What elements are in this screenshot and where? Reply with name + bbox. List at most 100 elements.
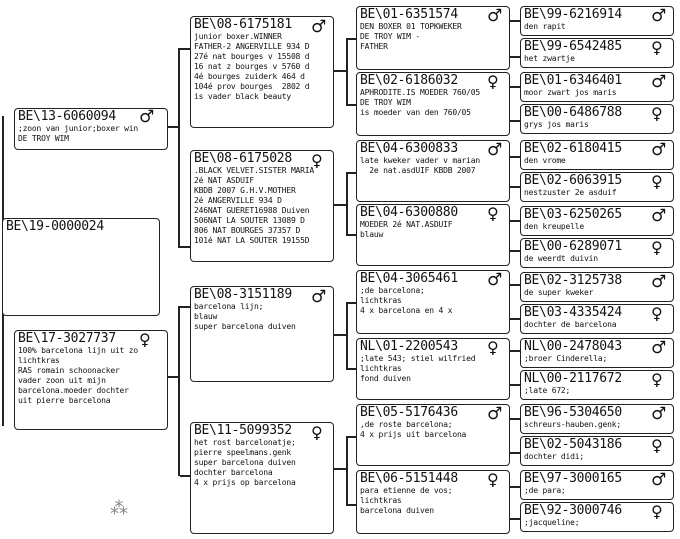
- info-line: MOEDER 2é NAT.ASDUIF: [360, 220, 453, 229]
- connector: [346, 436, 358, 438]
- connector: [510, 220, 522, 222]
- female-icon: ♀: [311, 151, 323, 170]
- connector: [510, 452, 522, 454]
- female-icon: ♀: [487, 338, 499, 357]
- ggp-card-dds[interactable]: BE\05-5176436 ♂ ,de roste barcelona; 4 x…: [356, 404, 510, 466]
- info-line: is moeder van den 760/05: [360, 108, 471, 117]
- ring-number: BE\13-6060094: [18, 109, 116, 124]
- info-line: 2e nat.asdUIF KBDB 2007: [360, 166, 476, 175]
- g4-card[interactable]: BE\96-5304650 ♂ schreurs-hauben.genk;: [520, 404, 674, 434]
- connector: [510, 418, 522, 420]
- info-line: 27é nat bourges v 15508 d: [194, 52, 310, 61]
- info-line: het rost barcelonatje;: [194, 438, 296, 447]
- info-line: KBDB 2007 G.H.V.MOTHER: [194, 186, 296, 195]
- ring-number: BE\17-3027737: [18, 331, 116, 346]
- dam-card[interactable]: BE\17-3027737 ♀ 100% barcelona lijn uit …: [14, 330, 168, 430]
- pigeon-name: het zwartje: [524, 54, 575, 63]
- g4-card[interactable]: BE\02-3125738 ♂ de super kweker: [520, 272, 674, 302]
- sire-card[interactable]: BE\13-6060094 ♂ ;zoon van junior;boxer w…: [14, 108, 168, 150]
- pigeon-name: den kreupelle: [524, 222, 585, 231]
- info-line: super barcelona duiven: [194, 458, 296, 467]
- female-icon: ♀: [651, 38, 663, 57]
- ring-number: BE\00-6289071: [524, 239, 622, 254]
- ggp-card-dss[interactable]: BE\04-3065461 ♂ ;de barcelona; lichtkras…: [356, 270, 510, 334]
- ring-number: BE\02-3125738: [524, 273, 622, 288]
- g4-card[interactable]: NL\00-2117672 ♀ ;late 672;: [520, 370, 674, 400]
- g4-card[interactable]: BE\01-6346401 ♂ moor zwart jos maris: [520, 72, 674, 102]
- connector: [346, 38, 358, 40]
- connector: [510, 350, 522, 352]
- g4-card[interactable]: BE\97-3000165 ♂ ;de para;: [520, 470, 674, 500]
- info-line: lichtkras: [360, 364, 402, 373]
- info-line: fond duiven: [360, 374, 411, 383]
- ring-number: BE\96-5304650: [524, 405, 622, 420]
- male-icon: ♂: [651, 272, 667, 292]
- connector: [346, 172, 358, 174]
- info-line: barcelona.moeder dochter: [18, 386, 129, 395]
- dam-dam-card[interactable]: BE\11-5099352 ♀ het rost barcelonatje; p…: [190, 422, 334, 534]
- g4-card[interactable]: BE\02-5043186 ♀ dochter didi;: [520, 436, 674, 466]
- sire-sire-card[interactable]: BE\08-6175181 ♂ junior boxer.WINNER FATH…: [190, 16, 334, 128]
- sire-dam-card[interactable]: BE\08-6175028 ♀ .BLACK VELVET.SISTER MAR…: [190, 150, 334, 262]
- connector: [510, 156, 522, 158]
- ggp-card-sss[interactable]: BE\01-6351574 ♂ DEN BOXER 01 TOPKWEKER D…: [356, 6, 510, 70]
- connector: [510, 186, 522, 188]
- g4-card[interactable]: BE\00-6289071 ♀ de weerdt duivin: [520, 238, 674, 268]
- pigeon-name: grys jos maris: [524, 120, 589, 129]
- ggp-card-ssd[interactable]: BE\02-6186032 ♀ APHRODITE.IS MOEDER 760/…: [356, 72, 510, 136]
- info-line: 4 x barcelona en 4 x: [360, 306, 453, 315]
- g4-card[interactable]: BE\92-3000746 ♀ ;jacqueline;: [520, 502, 674, 532]
- connector: [346, 302, 348, 368]
- pigeon-name: ;late 672;: [524, 386, 571, 395]
- subject-pigeon-card[interactable]: BE\19-0000024: [2, 218, 160, 316]
- info-line: ;late 543; stiel wilfried: [360, 354, 476, 363]
- info-line: 104é prov bourges 2802 d: [194, 82, 310, 91]
- connector: [178, 306, 180, 476]
- connector: [334, 468, 346, 470]
- info-line: barcelona duiven: [360, 506, 434, 515]
- ring-number: BE\04-6300833: [360, 141, 458, 156]
- male-icon: ♂: [651, 404, 667, 424]
- male-icon: ♂: [651, 338, 667, 358]
- connector: [510, 120, 522, 122]
- info-line: ;de barcelona;: [360, 286, 425, 295]
- g4-card[interactable]: BE\00-6486788 ♀ grys jos maris: [520, 104, 674, 134]
- ggp-card-sdd[interactable]: BE\04-6300880 ♀ MOEDER 2é NAT.ASDUIF bla…: [356, 204, 510, 266]
- male-icon: ♂: [487, 270, 503, 290]
- ggp-card-dsd[interactable]: NL\01-2200543 ♀ ;late 543; stiel wilfrie…: [356, 338, 510, 400]
- male-icon: ♂: [651, 140, 667, 160]
- g4-card[interactable]: BE\99-6216914 ♂ den rapit: [520, 6, 674, 36]
- connector: [168, 126, 180, 128]
- g4-card[interactable]: NL\00-2478043 ♂ ;broer Cinderella;: [520, 338, 674, 368]
- g4-card[interactable]: BE\02-6180415 ♂ den vrome: [520, 140, 674, 170]
- ggp-card-ddd[interactable]: BE\06-5151448 ♀ para etienne de vos; lic…: [356, 470, 510, 534]
- female-icon: ♀: [651, 104, 663, 123]
- ring-number: BE\03-6250265: [524, 207, 622, 222]
- connector: [334, 70, 346, 72]
- ring-number: BE\04-3065461: [360, 271, 458, 286]
- g4-card[interactable]: BE\03-6250265 ♂ den kreupelle: [520, 206, 674, 236]
- connector: [510, 20, 522, 22]
- g4-card[interactable]: BE\99-6542485 ♀ het zwartje: [520, 38, 674, 68]
- connector: [346, 436, 348, 504]
- g4-card[interactable]: BE\03-4335424 ♀ dochter de barcelona: [520, 304, 674, 334]
- female-icon: ♀: [487, 72, 499, 91]
- ring-number: BE\01-6351574: [360, 7, 458, 22]
- pigeon-name: schreurs-hauben.genk;: [524, 420, 621, 429]
- ring-number: BE\03-4335424: [524, 305, 622, 320]
- info-line: 4 x prijs uit barcelona: [360, 430, 467, 439]
- connector: [510, 518, 522, 520]
- info-line: 2é ANGERVILLE 934 D: [194, 196, 282, 205]
- connector: [346, 234, 358, 236]
- g4-card[interactable]: BE\02-6063915 ♀ nestzuster 2e asduif: [520, 172, 674, 202]
- dam-sire-card[interactable]: BE\08-3151189 ♂ barcelona lijn; blauw su…: [190, 286, 334, 382]
- ggp-card-sds[interactable]: BE\04-6300833 ♂ late kweker vader v mari…: [356, 140, 510, 202]
- info-line: 16 nat z bourges v 5760 d: [194, 62, 310, 71]
- ring-number: NL\01-2200543: [360, 339, 458, 354]
- female-icon: ♀: [487, 470, 499, 489]
- male-icon: ♂: [139, 108, 155, 127]
- connector: [180, 475, 192, 477]
- ring-number: BE\99-6216914: [524, 7, 622, 22]
- info-line: junior boxer.WINNER: [194, 32, 282, 41]
- info-line: APHRODITE.IS MOEDER 760/05: [360, 88, 481, 97]
